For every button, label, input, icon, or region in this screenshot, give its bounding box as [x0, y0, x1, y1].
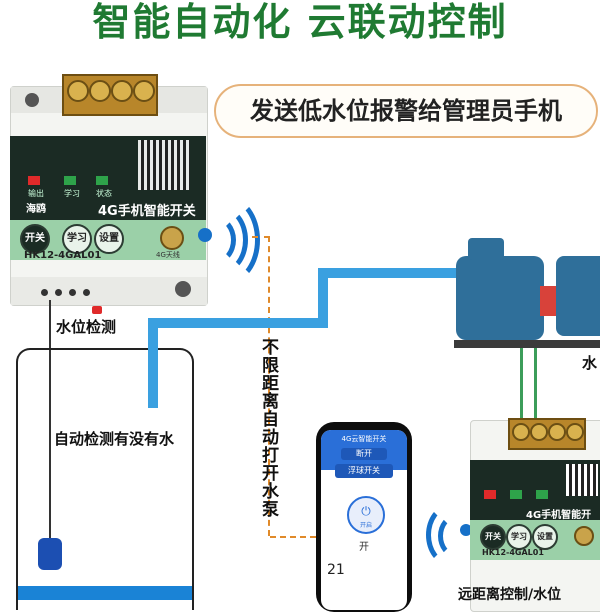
headline: 智能自动化 云联动控制 — [92, 0, 508, 44]
disconnect-button[interactable]: 断开 — [341, 448, 387, 460]
auto-detect-label: 自动检测有没有水 — [54, 430, 175, 448]
device-model: HK12-4GAL01 — [24, 250, 102, 261]
antenna-connector-icon-2 — [574, 526, 594, 546]
auto-pump-label: 不限距离自动打开水泵 — [258, 338, 278, 518]
pump-cable-1 — [520, 348, 523, 428]
water-pipe-h2 — [318, 268, 468, 278]
learn-button[interactable]: 学习 — [62, 224, 92, 254]
output-indicator — [28, 176, 40, 185]
pump-inlet — [468, 238, 504, 260]
bottom-caption: 远距离控制/水位 — [458, 587, 562, 603]
control-panel: 输出 学习 状态 海鸥 4G手机智能开关 — [10, 136, 206, 220]
device-title: 4G手机智能开关 — [98, 204, 196, 219]
alert-banner: 发送低水位报警给管理员手机 — [214, 84, 598, 138]
rail-dots — [41, 289, 101, 297]
power-switch-button[interactable]: 开关 — [20, 224, 50, 254]
power-icon: ⏻ — [361, 504, 371, 518]
antenna-connector-icon — [160, 226, 184, 250]
wireless-signal-icon — [196, 196, 260, 284]
water-level — [18, 586, 192, 600]
signal-link-line-v — [268, 236, 270, 536]
power-button[interactable]: ⏻ 开启 — [347, 496, 385, 534]
learn-indicator — [64, 176, 76, 185]
terminal-block — [62, 74, 158, 116]
button-bar: 开关 学习 设置 4G天线 HK12-4GAL01 — [10, 220, 206, 261]
app-title: 4G云智能开关 — [341, 435, 387, 443]
settings-button-2[interactable]: 设置 — [532, 524, 558, 550]
smartphone: 4G云智能开关 断开 浮球开关 ⏻ 开启 开 21 — [316, 422, 412, 612]
water-pipe — [148, 318, 158, 408]
qr-code — [138, 140, 190, 190]
temperature: 21 — [327, 562, 345, 578]
signal-dot-2 — [460, 524, 472, 536]
device-model-2: HK12-4GAL01 — [482, 548, 544, 557]
status-indicator-2 — [536, 490, 548, 499]
power-button-label: 开启 — [359, 522, 372, 529]
mount-hole-icon — [175, 281, 191, 297]
status-indicator — [96, 176, 108, 185]
indicator-label-learn: 学习 — [64, 189, 80, 198]
power-switch-button-2[interactable]: 开关 — [480, 524, 506, 550]
terminal-block-2 — [508, 418, 586, 450]
pump-motor — [556, 256, 600, 336]
brand-logo: 海鸥 — [26, 204, 46, 215]
water-pipe-v2 — [318, 268, 328, 328]
button-bar-2: 开关 学习 设置 HK12-4GAL01 — [470, 520, 600, 560]
float-switch-button[interactable]: 浮球开关 — [335, 464, 393, 478]
power-state: 开 — [359, 542, 369, 553]
control-panel-2: 4G手机智能开关 — [470, 460, 600, 536]
learn-button-2[interactable]: 学习 — [506, 524, 532, 550]
phone-screen: 4G云智能开关 断开 浮球开关 ⏻ 开启 开 21 — [321, 430, 407, 610]
pump-cable-2 — [534, 348, 537, 428]
signal-link-line — [252, 236, 270, 238]
water-tank — [16, 348, 194, 610]
water-pump — [456, 256, 544, 340]
indicator-label-output: 输出 — [28, 189, 44, 198]
alert-banner-text: 发送低水位报警给管理员手机 — [250, 97, 562, 125]
cable-clip-icon — [92, 306, 102, 314]
qr-code-2 — [566, 464, 598, 496]
output-indicator-2 — [484, 490, 496, 499]
pump-base — [454, 340, 600, 348]
pump-coupling — [540, 286, 556, 316]
indicator-label-status: 状态 — [96, 189, 112, 198]
float-switch-icon — [38, 538, 62, 570]
settings-button[interactable]: 设置 — [94, 224, 124, 254]
learn-indicator-2 — [510, 490, 522, 499]
antenna-label: 4G天线 — [156, 251, 180, 259]
pump-label: 水 — [582, 354, 598, 372]
detect-cable — [49, 300, 51, 538]
phone-link-line — [270, 536, 316, 538]
water-detect-label: 水位检测 — [56, 318, 117, 336]
power-icon-top — [25, 93, 39, 107]
water-pipe-h1 — [148, 318, 324, 328]
